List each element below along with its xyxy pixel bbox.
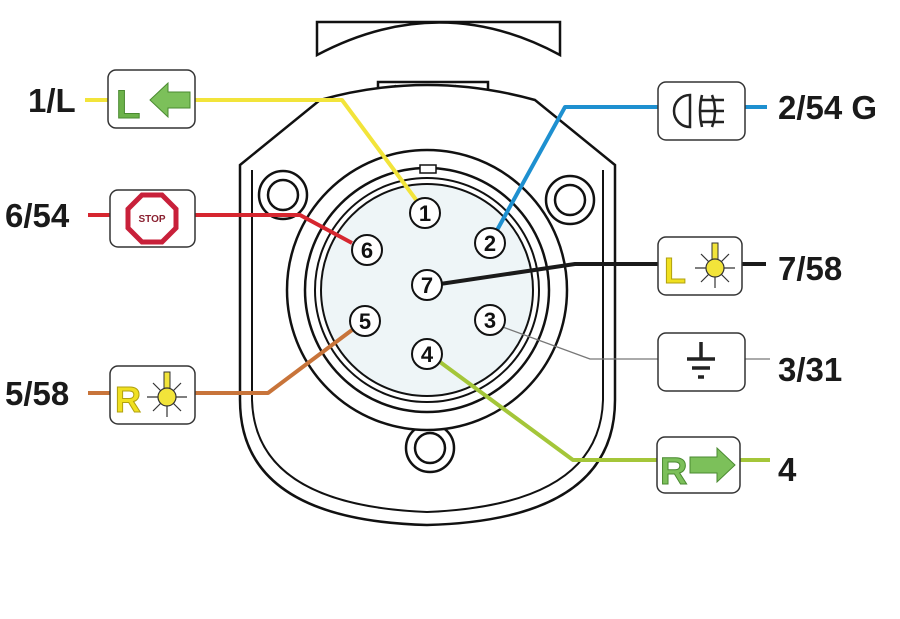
- label-5-58: 5/58: [5, 375, 69, 412]
- svg-text:6: 6: [361, 238, 373, 263]
- mounting-hole: [257, 169, 309, 221]
- wire-pin2: [494, 105, 658, 233]
- pin-7: 7: [411, 269, 443, 301]
- svg-text:3: 3: [484, 308, 496, 333]
- wire-pin4: [438, 360, 657, 462]
- ground-icon: [657, 332, 746, 392]
- svg-text:L: L: [116, 83, 140, 127]
- svg-text:R: R: [115, 379, 141, 420]
- label-1-L: 1/L: [28, 82, 76, 119]
- svg-text:L: L: [664, 250, 686, 291]
- label-4: 4: [778, 451, 797, 488]
- pin-3: 3: [474, 304, 506, 336]
- stop-sign-icon: STOP: [109, 189, 196, 248]
- wire-pin7: [439, 262, 658, 286]
- wire-pin3: [499, 325, 658, 360]
- svg-text:2: 2: [484, 231, 496, 256]
- left-tail-light-icon: L: [657, 236, 743, 296]
- pin-1: 1: [409, 197, 441, 229]
- svg-text:R: R: [660, 451, 687, 493]
- pin-6: 6: [351, 234, 383, 266]
- rear-fog-light-icon: [657, 81, 746, 141]
- svg-text:STOP: STOP: [138, 214, 165, 225]
- wire-pin6: [195, 213, 353, 245]
- wire-pin5: [195, 328, 354, 395]
- svg-text:5: 5: [359, 309, 371, 334]
- pin-4: 4: [411, 338, 443, 370]
- label-3-31: 3/31: [778, 351, 842, 388]
- mounting-hole: [544, 174, 596, 226]
- left-turn-indicator-icon: L: [107, 69, 196, 129]
- label-2-54G: 2/54 G: [778, 89, 877, 126]
- pin-2: 2: [474, 227, 506, 259]
- svg-text:1: 1: [419, 201, 431, 226]
- svg-text:4: 4: [421, 342, 434, 367]
- label-7-58: 7/58: [778, 250, 842, 287]
- wire-pin1: [195, 98, 422, 207]
- label-6-54: 6/54: [5, 197, 70, 234]
- right-tail-light-icon: R: [109, 365, 196, 425]
- svg-text:7: 7: [421, 273, 433, 298]
- pin-5: 5: [349, 305, 381, 337]
- right-turn-indicator-icon: R: [656, 436, 741, 494]
